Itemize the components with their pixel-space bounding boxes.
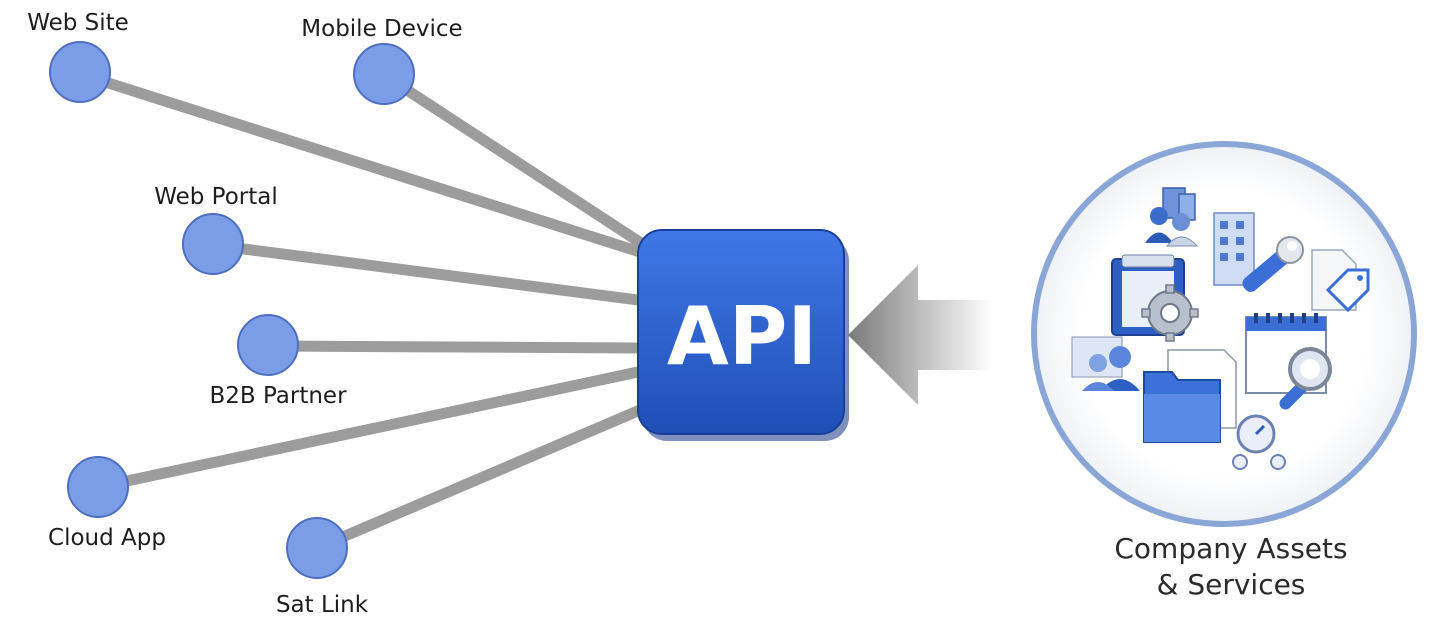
- node-web-site: [49, 41, 111, 103]
- folder-icon: [1143, 349, 1237, 443]
- label-b2b-partner: B2B Partner: [209, 383, 347, 409]
- arrow-to-api: [848, 265, 992, 405]
- node-mobile-device: [353, 43, 415, 105]
- api-box-shape: [637, 229, 845, 435]
- arrow-left-icon: [848, 265, 992, 405]
- connector-mobile-device: [380, 70, 648, 250]
- tag-icon: [1311, 249, 1370, 313]
- label-web-site: Web Site: [27, 10, 129, 36]
- company-caption: Company Assets & Services: [1114, 532, 1347, 601]
- node-b2b-partner: [237, 314, 299, 376]
- label-cloud-app: Cloud App: [48, 525, 166, 551]
- connector-sat-link: [314, 404, 643, 554]
- connector-b2b-partner: [269, 340, 639, 354]
- users-icon: [1145, 187, 1199, 247]
- company-assets-circle: [1031, 141, 1417, 527]
- calendar-search-icon: [1245, 313, 1332, 410]
- gauge-icon: [1232, 414, 1286, 470]
- connectors: [78, 68, 648, 554]
- client-nodes: [49, 41, 415, 579]
- people-icon: [1071, 336, 1140, 391]
- api-label: API: [667, 290, 817, 383]
- wrench-icon: [1242, 236, 1304, 292]
- node-web-portal: [182, 213, 244, 275]
- label-web-portal: Web Portal: [154, 184, 278, 210]
- node-sat-link: [286, 517, 348, 579]
- label-sat-link: Sat Link: [276, 592, 369, 618]
- clipboard-gear-icon: [1111, 254, 1199, 342]
- connector-web-site: [78, 68, 642, 258]
- node-cloud-app: [67, 456, 129, 518]
- connector-web-portal: [212, 239, 639, 306]
- building-icon: [1213, 212, 1255, 286]
- label-mobile-device: Mobile Device: [301, 16, 462, 42]
- caption-line-2: & Services: [1157, 568, 1306, 601]
- client-labels: Web Site Mobile Device Web Portal B2B Pa…: [27, 10, 463, 618]
- caption-line-1: Company Assets: [1114, 532, 1347, 565]
- connector-cloud-app: [97, 366, 640, 493]
- api-box: API: [637, 229, 849, 441]
